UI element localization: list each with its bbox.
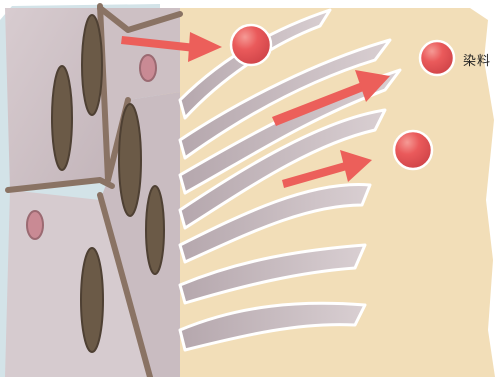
- dye-drop-3: [394, 131, 432, 169]
- pore-1: [82, 15, 102, 115]
- dye-label: 染料: [463, 50, 491, 69]
- pore-2: [52, 66, 72, 170]
- pink-spot-2: [27, 211, 43, 239]
- pore-4: [146, 186, 164, 274]
- pore-3: [119, 104, 141, 216]
- dye-drop-2: [420, 41, 454, 75]
- pore-5: [81, 248, 103, 352]
- dye-drop-1: [231, 25, 271, 65]
- pink-spot-1: [140, 55, 156, 81]
